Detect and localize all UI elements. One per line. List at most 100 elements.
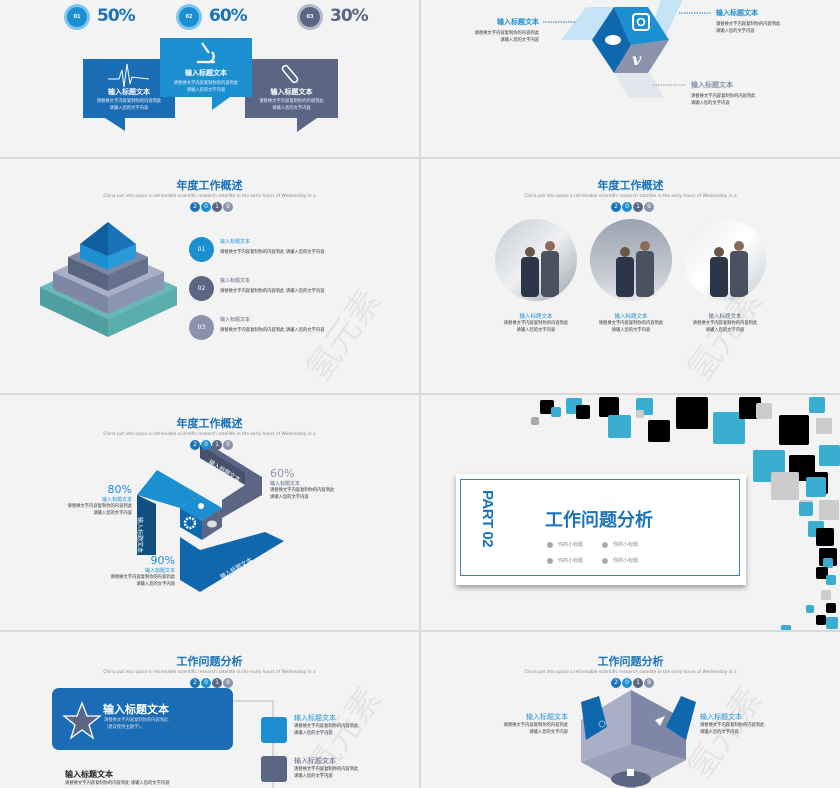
label-title: 输入标题文本 — [700, 713, 742, 721]
list-item-title: 输入标题文本 — [220, 239, 251, 245]
share-icon — [627, 769, 634, 776]
slide-thumbnail-6[interactable]: PART 02 工作问题分析 你的小标题你的小标题你的小标题你的小标题 — [421, 395, 840, 630]
slide-thumbnail-2[interactable]: v 输入标题文本 请替换文字内容复制你的内容到此请输入您的文字内容 输入标题文本… — [421, 0, 840, 157]
item-body: 请替换文字内容复制你的内容到此 — [294, 767, 359, 772]
feature-card: 输入标题文本 请替换文字内容复制你的内容到此（建议使用主题字）。 — [52, 688, 233, 750]
list-item-body: 请替换文字内容复制你的内容到此 请输入您的文字内容 — [220, 328, 325, 333]
paper-plane-icon — [655, 716, 665, 726]
bullet-dot — [547, 557, 553, 564]
decor-square — [816, 567, 828, 579]
card-body: 请替换文字内容复制你的内容到此 — [259, 99, 324, 104]
card-title: 输入标题文本 — [185, 69, 227, 77]
year-digit: 0 — [201, 202, 211, 212]
list-number: 02 — [189, 276, 214, 301]
slide-subtitle: China put into space a retrievable scien… — [524, 670, 737, 675]
decor-square — [819, 500, 839, 520]
stat-percent: 60% — [209, 6, 248, 26]
list-number: 01 — [189, 237, 214, 262]
bottom-title: 输入标题文本 — [65, 770, 113, 779]
list-item: 输入标题文本请替换文字内容复制你的内容到此 请输入您的文字内容 — [220, 316, 325, 334]
card-title: 输入标题文本 — [270, 88, 313, 96]
bottom-body: 请替换文字内容复制你的内容到此 请输入您的文字内容 — [65, 781, 170, 786]
slide-thumbnail-3[interactable]: 年度工作概述 China put into space a retrievabl… — [0, 159, 419, 393]
label-right: 输入标题文本 — [716, 9, 758, 17]
year-digit: 0 — [622, 678, 632, 688]
stat-percent: 60% — [270, 467, 295, 480]
decor-square — [608, 415, 631, 438]
slide-subtitle: China put into space a retrievable scien… — [103, 194, 316, 199]
photo-body: 请替换文字内容复制你的内容到此 — [503, 321, 569, 326]
slide-subtitle: China put into space a retrievable scien… — [103, 432, 316, 437]
subtitle-text: 你的小标题 — [558, 558, 584, 564]
decor-square — [756, 403, 772, 419]
decor-square — [816, 418, 832, 434]
slide-thumbnail-4[interactable]: 年度工作概述 China put into space a retrievabl… — [421, 159, 840, 393]
team-photo — [495, 219, 577, 301]
subtitle-text: 你的小标题 — [558, 542, 584, 548]
slide-thumbnail-8[interactable]: 工作问题分析 China put into space a retrievabl… — [421, 632, 840, 788]
decor-square — [648, 420, 670, 442]
list-item: 输入标题文本请替换文字内容复制你的内容到此 请输入您的文字内容 — [220, 277, 325, 295]
stat-percent: 80% — [107, 483, 132, 496]
stat-percent: 90% — [150, 554, 175, 567]
card-body: 请输入您的文字内容 — [272, 106, 311, 111]
label-body: 请替换文字内容复制你的内容到此 — [700, 723, 765, 728]
stat-body: 请输入您的文字内容 — [270, 495, 309, 500]
decor-square — [739, 397, 761, 419]
decor-square — [551, 407, 561, 417]
part-label: PART 02 — [479, 490, 496, 548]
slide-thumbnail-5[interactable]: 年度工作概述 China put into space a retrievabl… — [0, 395, 419, 630]
card-body: 请输入您的文字内容 — [109, 106, 149, 111]
year-digit: 2 — [190, 440, 200, 450]
label-body: 请替换文字内容复制你的内容到此 — [474, 31, 539, 36]
decor-square — [816, 615, 826, 625]
photo-body: 请替换文字内容复制你的内容到此 — [692, 321, 758, 326]
decor-square — [806, 477, 826, 497]
decor-square — [799, 502, 813, 516]
label-body: 请输入您的文字内容 — [716, 29, 755, 34]
decor-square — [599, 397, 619, 417]
decor-square — [540, 400, 554, 414]
slide-thumbnail-1[interactable]: 01 50% 02 60% 03 30% 输入标题文本 请替换文字内容复制你的内容到… — [0, 0, 419, 157]
stat-percent: 30% — [330, 6, 369, 26]
list-item-body: 请替换文字内容复制你的内容到此 请输入您的文字内容 — [220, 250, 325, 255]
item-title: 输入标题文本 — [294, 757, 336, 765]
decor-square — [713, 412, 745, 444]
decor-square — [779, 415, 809, 445]
year-digit: 2 — [611, 678, 621, 688]
stat-number: 01 — [67, 7, 87, 27]
stat-number: 03 — [300, 7, 320, 27]
instagram-icon — [632, 13, 650, 31]
list-item-body: 请替换文字内容复制你的内容到此 请输入您的文字内容 — [220, 289, 325, 294]
photo-caption: 输入标题文本 — [519, 314, 553, 320]
year-digit: 1 — [633, 202, 643, 212]
decor-square — [809, 397, 825, 413]
list-item-title: 输入标题文本 — [220, 317, 251, 323]
bullet-dot — [547, 541, 553, 548]
pyramid-graphic — [40, 222, 177, 337]
test-tube-icon — [281, 64, 299, 84]
bullet-dot — [602, 557, 608, 564]
decor-square — [676, 397, 708, 429]
label-body: 请替换文字内容复制你的内容到此 — [503, 723, 568, 728]
slide-thumbnail-7[interactable]: 工作问题分析 China put into space a retrievabl… — [0, 632, 419, 788]
label-body: 请输入您的文字内容 — [500, 38, 539, 43]
decor-square — [823, 558, 833, 568]
stat-number: 02 — [179, 7, 199, 27]
card-body: 请替换文字内容复制你的内容到此 — [104, 718, 169, 723]
stat-percent: 50% — [97, 6, 136, 26]
stat-title: 输入标题文本 — [270, 481, 301, 487]
stat-body: 请替换文字内容复制你的内容到此 — [67, 504, 132, 509]
year-digit: 9 — [223, 202, 233, 212]
subtitle-text: 你的小标题 — [613, 542, 639, 548]
slide-title: 年度工作概述 — [597, 179, 664, 192]
item-body: 请输入您的文字内容 — [294, 731, 333, 736]
square-pattern-decoration — [531, 397, 840, 630]
chat-icon — [207, 520, 217, 528]
year-digit: 9 — [223, 678, 233, 688]
slide-subtitle: China put into space a retrievable scien… — [524, 194, 737, 199]
label-body: 请输入您的文字内容 — [700, 730, 739, 735]
label-title: 输入标题文本 — [526, 713, 568, 721]
